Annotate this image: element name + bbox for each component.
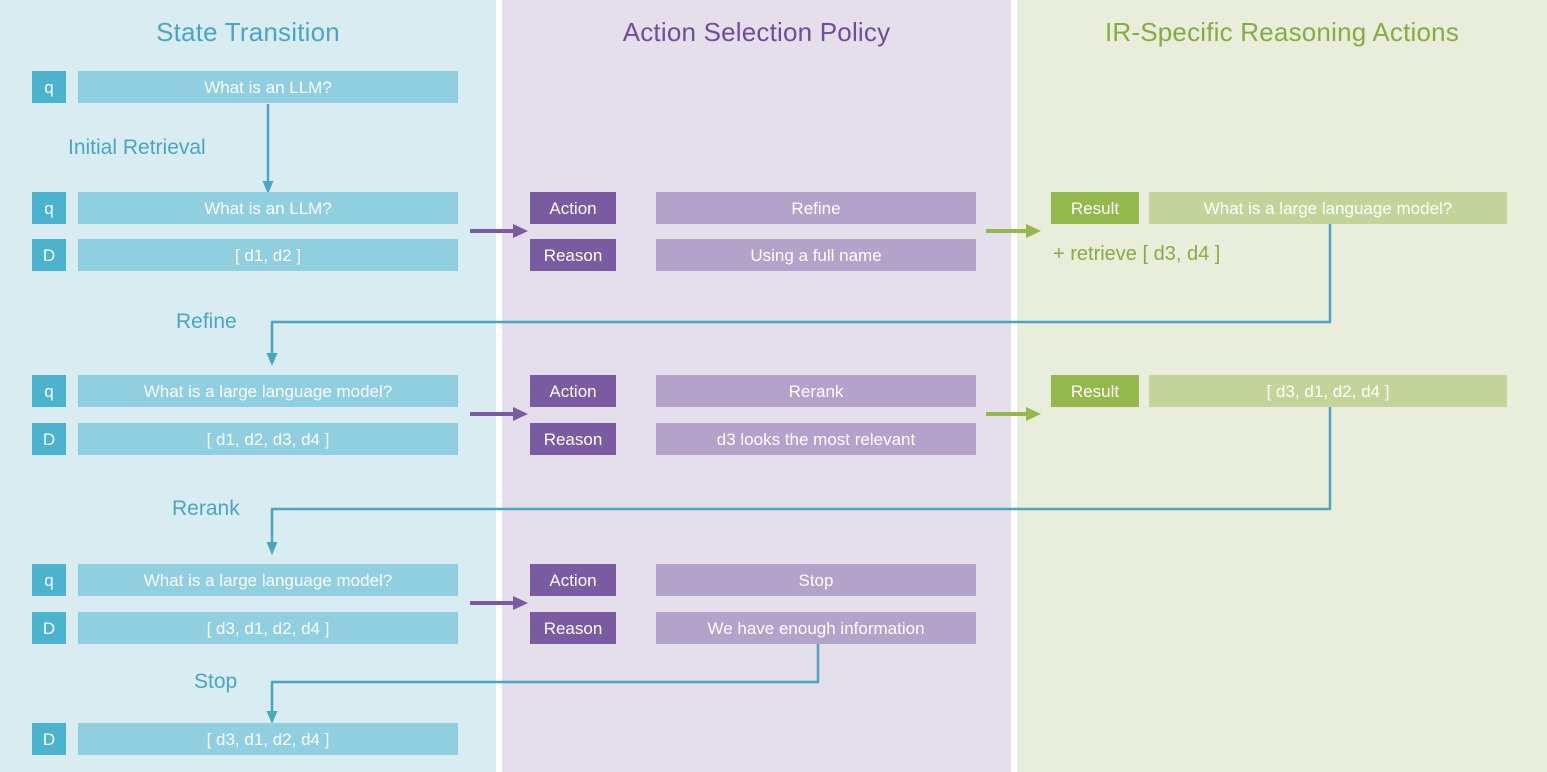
state-row-3-d-tag: D: [32, 612, 66, 644]
result-row-0-tag: Result: [1051, 192, 1139, 224]
state-row-2-q-tag: q: [32, 375, 66, 407]
transition-label-refine: Refine: [176, 310, 237, 333]
result-row-0-note: + retrieve [ d3, d4 ]: [1053, 243, 1221, 265]
policy-row-1-action-value: Rerank: [656, 375, 976, 407]
transition-label-initial-retrieval: Initial Retrieval: [68, 136, 206, 159]
policy-row-0-action-value: Refine: [656, 192, 976, 224]
column-title-ir-specific-reasoning-actions: IR-Specific Reasoning Actions: [1104, 17, 1460, 47]
state-row-1-q-tag: q: [32, 192, 66, 224]
policy-row-2-reason-value: We have enough information: [656, 612, 976, 644]
transition-label-stop: Stop: [194, 670, 238, 693]
state-row-1-query: What is an LLM?: [78, 192, 458, 224]
policy-row-2-action-tag: Action: [530, 564, 616, 596]
column-title-state-transition: State Transition: [156, 17, 340, 47]
policy-row-1-action-tag: Action: [530, 375, 616, 407]
state-row-0-query: What is an LLM?: [78, 71, 458, 103]
state-row-3-docs: [ d3, d1, d2, d4 ]: [78, 612, 458, 644]
state-row-2-query: What is a large language model?: [78, 375, 458, 407]
state-row-3-q-tag: q: [32, 564, 66, 596]
column-title-action-selection-policy: Action Selection Policy: [622, 17, 891, 47]
policy-row-2-action-value: Stop: [656, 564, 976, 596]
result-row-0-value: What is a large language model?: [1149, 192, 1507, 224]
result-row-1-value: [ d3, d1, d2, d4 ]: [1149, 375, 1507, 407]
state-row-0-q-tag: q: [32, 71, 66, 103]
state-row-3-query: What is a large language model?: [78, 564, 458, 596]
policy-row-0-reason-value: Using a full name: [656, 239, 976, 271]
transition-label-rerank: Rerank: [172, 497, 240, 520]
policy-row-0-action-tag: Action: [530, 192, 616, 224]
policy-row-1-reason-value: d3 looks the most relevant: [656, 423, 976, 455]
state-row-4-d-tag: D: [32, 723, 66, 755]
state-row-1-docs: [ d1, d2 ]: [78, 239, 458, 271]
state-row-2-d-tag: D: [32, 423, 66, 455]
policy-row-0-reason-tag: Reason: [530, 239, 616, 271]
result-row-1-tag: Result: [1051, 375, 1139, 407]
state-row-4-docs: [ d3, d1, d2, d4 ]: [78, 723, 458, 755]
state-row-2-docs: [ d1, d2, d3, d4 ]: [78, 423, 458, 455]
policy-row-1-reason-tag: Reason: [530, 423, 616, 455]
state-row-1-d-tag: D: [32, 239, 66, 271]
policy-row-2-reason-tag: Reason: [530, 612, 616, 644]
